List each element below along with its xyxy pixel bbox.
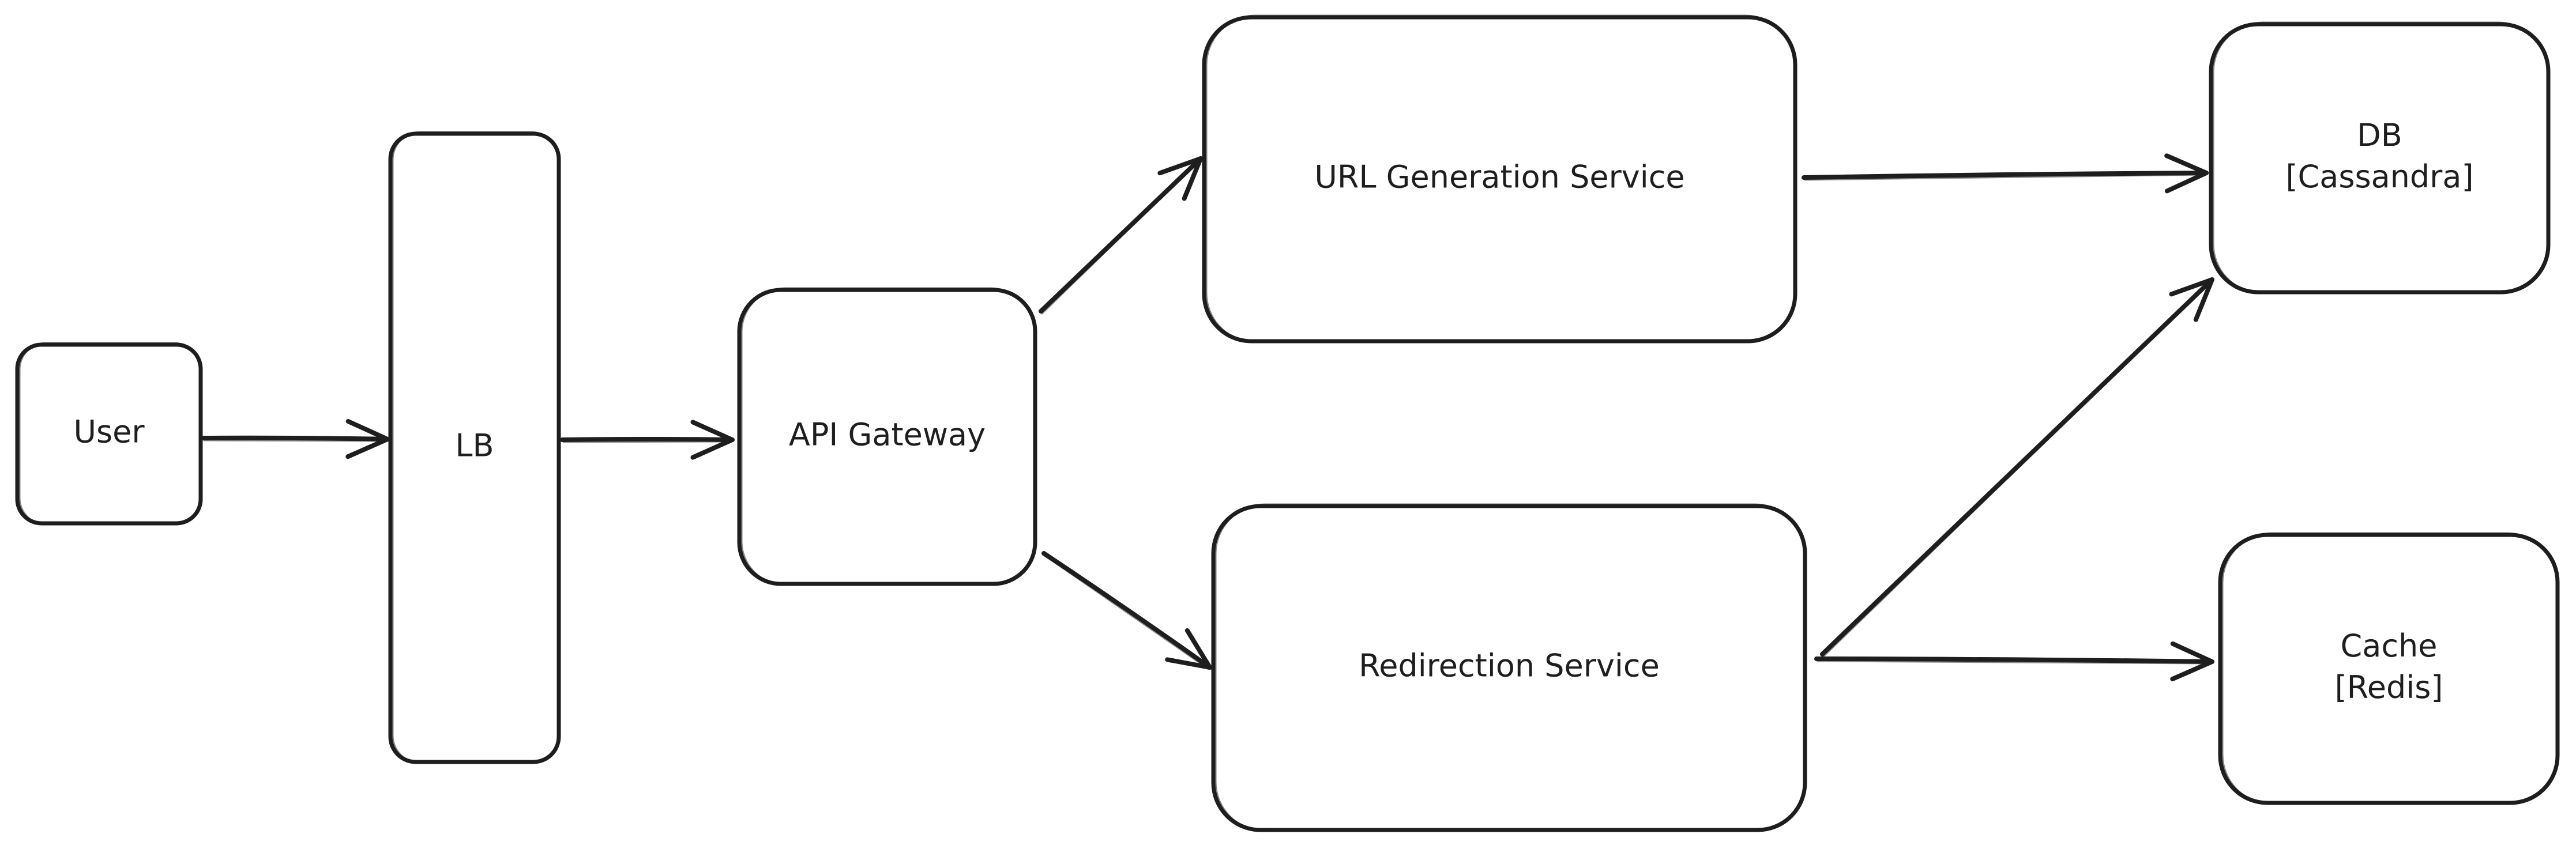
edge-line-sketch [1817,660,2212,665]
edge-redirection-service-to-db [1820,277,2214,658]
edge-redirection-service-to-cache [1814,641,2214,682]
edge-api-gateway-to-redirection-service [1041,551,1212,670]
node-box-sketch [1214,503,1806,832]
node-label: User [73,414,145,450]
node-url-generation-service: URL Generation Service [1202,14,1797,344]
nodes-layer: User LB API Gateway URL Generation ServiceR… [15,14,2560,832]
node-box-sketch [2221,532,2558,805]
node-label: DB [2357,117,2402,153]
edge-line [560,437,735,442]
node-label: URL Generation Service [1314,159,1684,195]
edge-api-gateway-to-url-generation-service [1039,156,1203,315]
edge-user-to-lb [201,418,390,459]
node-redirection-service: Redirection Service [1211,503,1807,832]
node-label: Redirection Service [1359,648,1660,684]
edge-line [201,435,390,442]
node-box-sketch [18,342,201,526]
edge-line-sketch [1822,280,2212,658]
edge-line [1041,551,1212,670]
node-label: LB [455,428,494,464]
node-user: User [15,342,203,526]
edge-line-sketch [1044,554,1210,670]
node-db: DB [Cassandra] [2209,21,2551,295]
node-box-sketch [2212,21,2549,295]
node-label: Cache [2341,628,2438,664]
edge-lb-to-api-gateway [560,420,735,460]
node-box-sketch [392,131,559,764]
edge-line-sketch [1804,173,2206,181]
edge-url-generation-service-to-db [1802,153,2209,194]
edge-line-sketch [203,439,388,442]
node-label: [Redis] [2335,669,2443,705]
arrowhead-icon [2169,277,2214,322]
edge-line [1814,656,2214,664]
node-lb: LB [388,131,561,764]
node-label: API Gateway [789,417,986,453]
node-box-sketch [740,287,1036,586]
arrowhead-icon [690,420,735,460]
arrowhead-icon [1165,628,1212,670]
arrowhead-icon [2164,153,2209,194]
node-label: [Cassandra] [2285,159,2473,195]
edge-line-sketch [1041,159,1201,315]
node-api-gateway: API Gateway [737,287,1037,586]
edges-layer [201,153,2214,682]
arrowhead-icon [345,418,390,459]
arrowhead-icon [1157,156,1203,201]
edge-line [1802,171,2209,180]
node-cache: Cache [Redis] [2218,532,2560,805]
node-box-sketch [1205,14,1796,344]
arrowhead-icon [2170,641,2214,682]
